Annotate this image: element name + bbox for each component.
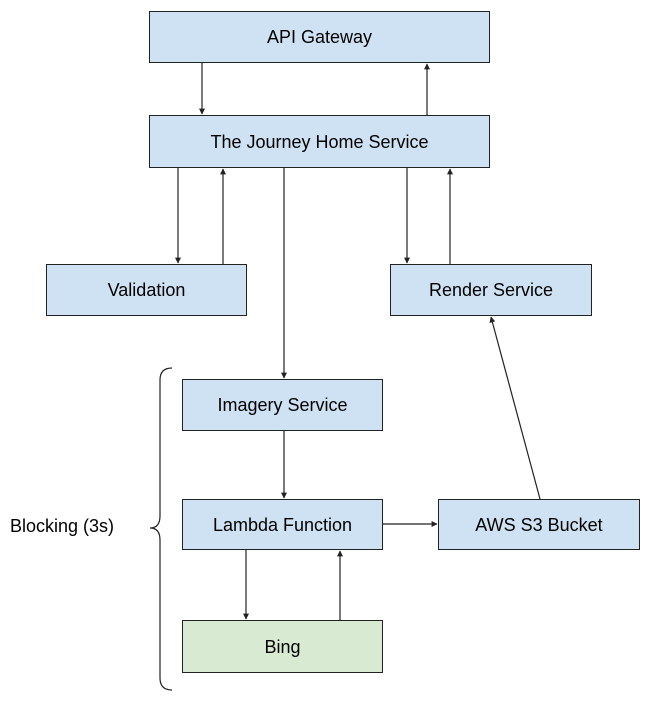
lambda-function-label: Lambda Function [212, 514, 353, 535]
aws-s3-bucket-node: AWS S3 Bucket [438, 499, 640, 550]
aws-s3-bucket-label: AWS S3 Bucket [475, 514, 603, 535]
lambda-function-node: Lambda Function [182, 499, 383, 550]
imagery-service-label: Imagery Service [217, 395, 348, 415]
api-gateway-label: API Gateway [266, 27, 373, 47]
api-gateway-node: API Gateway [149, 11, 490, 63]
validation-label: Validation [107, 280, 186, 300]
imagery-service-node: Imagery Service [182, 379, 383, 431]
journey-home-service-node: The Journey Home Service [149, 115, 490, 168]
bing-node: Bing [182, 620, 383, 673]
arrow-s3-to-render [489, 316, 541, 500]
blocking-group-label: Blocking (3s) [10, 516, 115, 536]
blocking-brace [149, 367, 173, 691]
bing-label: Bing [264, 636, 301, 657]
journey-home-service-label: The Journey Home Service [210, 131, 429, 152]
validation-node: Validation [46, 264, 247, 316]
render-service-node: Render Service [390, 264, 592, 316]
render-service-label: Render Service [428, 280, 554, 300]
